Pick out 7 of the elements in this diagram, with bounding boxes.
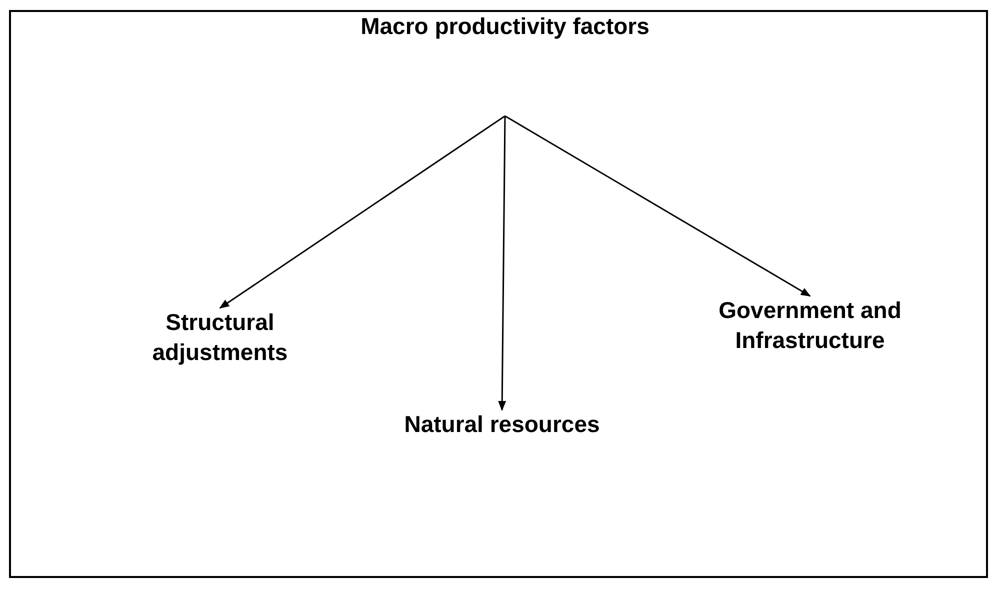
arrow — [504, 115, 811, 297]
arrow — [498, 116, 506, 411]
node-label: Government and Infrastructure — [718, 296, 902, 355]
arrow — [219, 115, 506, 309]
node-label: Natural resources — [404, 410, 600, 439]
node-label: Structural adjustments — [151, 308, 289, 367]
node-label: Macro productivity factors — [360, 12, 650, 41]
